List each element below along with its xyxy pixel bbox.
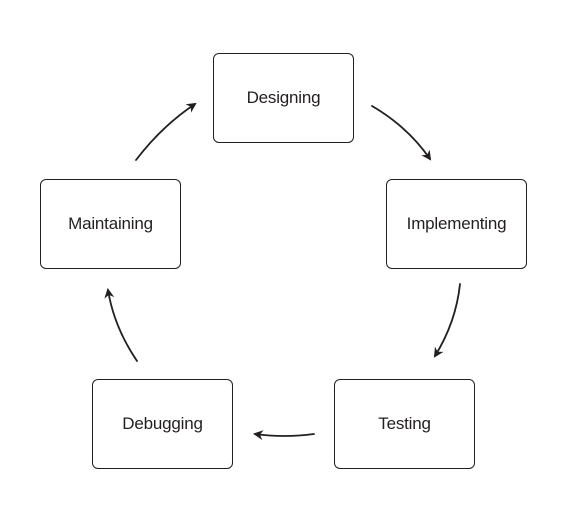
stage-label-testing: Testing	[378, 414, 431, 433]
stage-label-debugging: Debugging	[122, 414, 203, 433]
stage-box-maintaining: Maintaining	[40, 179, 181, 269]
stage-label-maintaining: Maintaining	[68, 214, 153, 233]
arrow-testing-to-debugging	[253, 430, 315, 441]
stage-box-testing: Testing	[334, 379, 475, 469]
arrow-implementing-to-testing	[433, 283, 461, 358]
arrow-maintaining-to-designing	[135, 102, 197, 161]
arrow-designing-to-implementing	[371, 105, 432, 161]
stage-label-designing: Designing	[246, 88, 321, 107]
stage-label-implementing: Implementing	[406, 214, 507, 233]
arrow-debugging-to-maintaining	[104, 288, 138, 362]
stage-box-implementing: Implementing	[386, 179, 527, 269]
stage-box-designing: Designing	[213, 53, 354, 143]
stage-box-debugging: Debugging	[92, 379, 233, 469]
